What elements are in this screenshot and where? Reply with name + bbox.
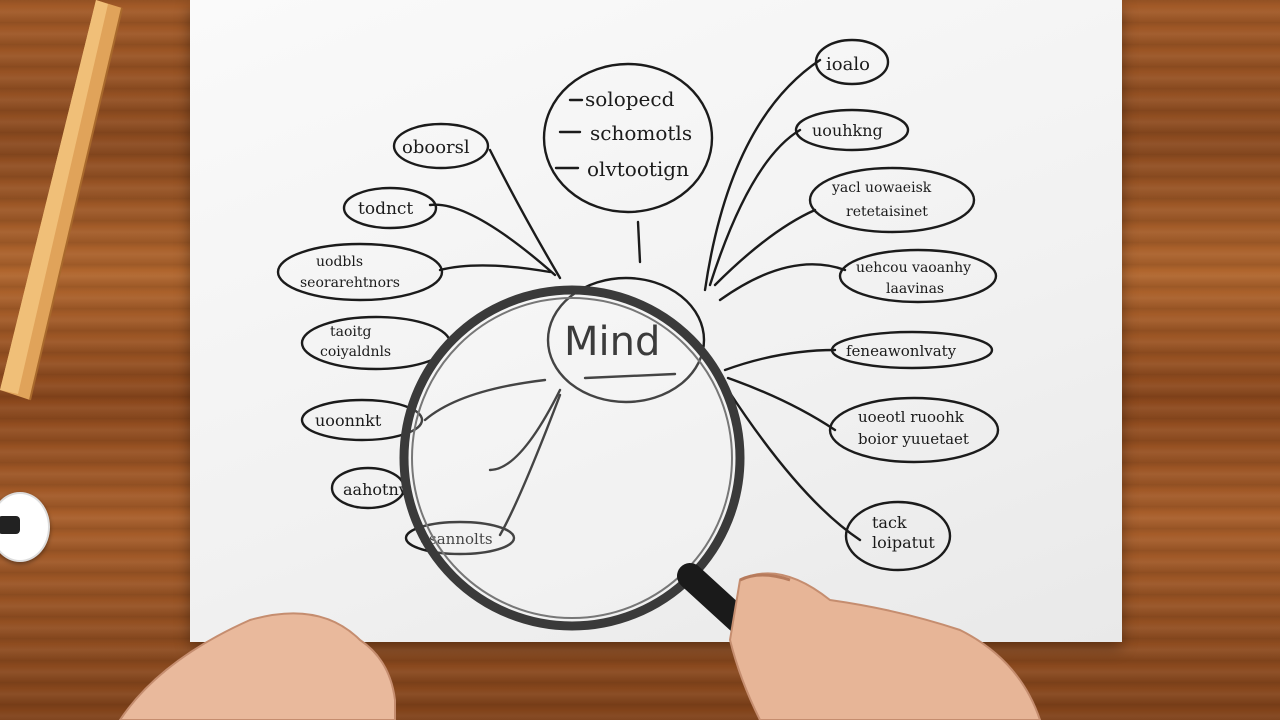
right-branch-6: laavinas <box>886 281 944 297</box>
pencil <box>0 0 123 401</box>
top-line-1: solopecd <box>585 87 675 111</box>
right-branch-2: uouhkng <box>812 121 883 140</box>
top-line-3: olvtootign <box>587 157 689 181</box>
right-branch-8: uoeotl ruoohk <box>858 408 965 426</box>
magnifying-glass <box>399 285 857 720</box>
right-branch-5: uehcou vaoanhy <box>856 260 971 276</box>
eraser-object <box>0 492 50 562</box>
left-branch-3: uodbls <box>316 254 363 270</box>
right-branch-4: retetaisinet <box>846 204 928 220</box>
right-branch-1: ioalo <box>826 54 870 75</box>
hands <box>118 572 1042 720</box>
right-branch-7: feneawonlvaty <box>846 342 957 360</box>
left-branch-6: coiyaldnls <box>320 344 391 360</box>
left-branch-5: taoitg <box>330 324 372 340</box>
left-branch-8: aahotnv <box>343 480 408 499</box>
left-branch-9: osannolts <box>420 530 493 548</box>
left-branch-2: todnct <box>358 199 413 219</box>
center-word: Mind <box>564 319 660 365</box>
right-branch-11: loipatut <box>872 533 935 552</box>
right-branch-9: boior yuuetaet <box>858 430 969 448</box>
right-branch-10: tack <box>872 513 907 532</box>
top-line-2: schomotls <box>590 121 692 145</box>
left-branch-7: uoonnkt <box>315 411 382 430</box>
left-branch-4: seorarehtnors <box>300 275 400 291</box>
left-branch-1: oboorsl <box>402 137 470 158</box>
right-branch-3: yacl uowaeisk <box>831 180 932 196</box>
